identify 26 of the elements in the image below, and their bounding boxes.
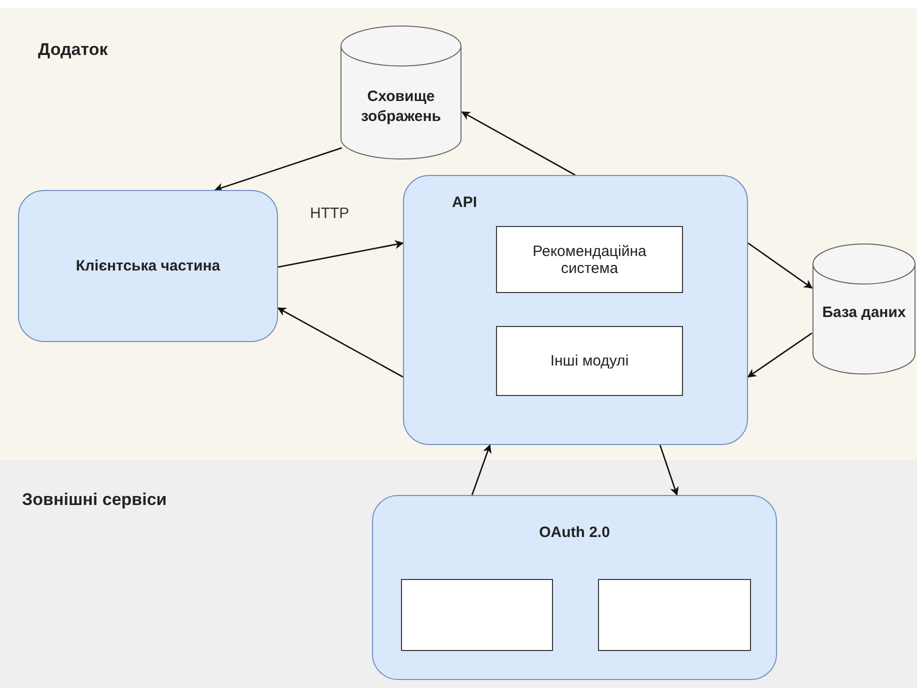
- container-box: [403, 175, 748, 445]
- module-box: [496, 226, 683, 293]
- arrow: [214, 147, 342, 192]
- node-label: Рекомендаційна система: [532, 242, 648, 276]
- arrow: [747, 332, 812, 378]
- container-box: [372, 495, 777, 680]
- provider-box: [401, 579, 553, 651]
- arrow: [659, 444, 679, 496]
- section-heading: Додаток: [38, 40, 108, 60]
- node-label: База даних: [821, 303, 907, 323]
- arrow: [278, 240, 404, 268]
- arrow: [748, 242, 813, 289]
- provider-box: [598, 579, 751, 651]
- node-label: Клієнтська частина: [74, 258, 222, 274]
- section-heading: Зовнішні сервіси: [22, 490, 167, 510]
- arrow: [471, 444, 492, 496]
- section-band: [0, 460, 917, 688]
- arrow: [461, 111, 576, 176]
- node-label: API: [452, 194, 478, 211]
- node-label: OAuth 2.0: [538, 524, 611, 541]
- node-label: Сховище зображень: [360, 86, 442, 126]
- node-label: Інші модулі: [549, 352, 630, 370]
- module-box: [496, 326, 683, 396]
- process-box: [18, 190, 278, 342]
- arrow: [277, 307, 404, 378]
- section-band: [0, 8, 917, 460]
